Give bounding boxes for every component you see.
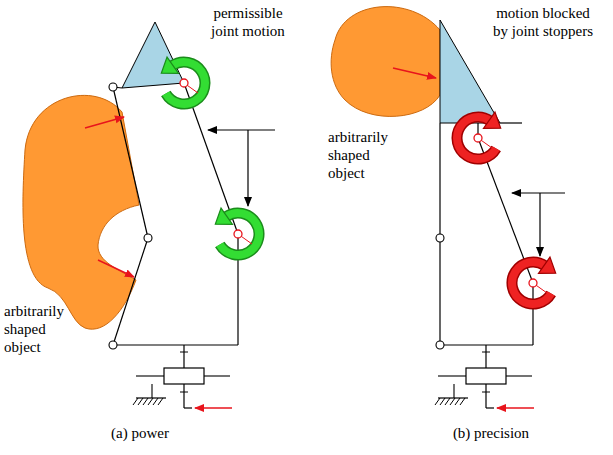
ground-line <box>136 397 166 398</box>
rod-tick <box>180 352 188 353</box>
ground-hatch <box>143 398 148 405</box>
ground-hatch <box>153 398 158 405</box>
link-line <box>113 87 148 238</box>
ground-hatch <box>158 398 163 405</box>
guide-line <box>438 375 466 376</box>
ground-hatch <box>445 398 450 405</box>
contact-force-arrow <box>98 260 134 277</box>
passive-joint <box>109 83 117 91</box>
actuator-rod <box>485 345 486 368</box>
rotation-arrow-head <box>215 208 232 224</box>
link-line <box>500 122 522 123</box>
panel-caption: (a) power <box>90 424 190 442</box>
rod-tick <box>482 392 490 393</box>
fingertip-link <box>440 20 500 123</box>
joint-symbol <box>234 230 242 238</box>
ground-hatch <box>133 398 138 405</box>
guide-line <box>506 375 532 376</box>
rotation-arrow-head <box>161 57 178 73</box>
object-shape <box>23 95 139 329</box>
rotation-arrow-head <box>538 257 555 273</box>
joint-symbol <box>529 279 537 287</box>
guide-line <box>136 375 164 376</box>
ground-post <box>453 384 454 398</box>
contact-force-arrow <box>393 68 436 78</box>
ground-line <box>438 397 468 398</box>
ground-hatch <box>440 398 445 405</box>
leader-arrow <box>208 129 275 130</box>
ground-hatch <box>435 398 440 405</box>
passive-joint <box>109 341 117 349</box>
annotation-label: motion blocked by joint stoppers <box>490 4 596 40</box>
input-force-arrow <box>497 407 534 409</box>
contact-force-arrow <box>85 117 124 128</box>
link-line <box>113 238 148 345</box>
leader-arrow <box>512 192 565 193</box>
linear-actuator <box>164 368 204 384</box>
input-force-arrow <box>195 407 232 409</box>
ground-hatch <box>455 398 460 405</box>
ground-hatch <box>138 398 143 405</box>
ground-hatch <box>460 398 465 405</box>
annotation-label: arbitrarily shaped object <box>4 302 80 356</box>
object-shape <box>331 7 440 117</box>
rod-tick <box>482 352 490 353</box>
fingertip-link <box>122 22 184 88</box>
rod-end <box>486 407 494 408</box>
link-line <box>532 283 533 345</box>
passive-joint <box>436 234 444 242</box>
joint-symbol <box>474 134 482 142</box>
rod-end <box>184 407 192 408</box>
leader-arrow <box>247 130 248 206</box>
actuator-rod <box>183 345 184 368</box>
symbols-group <box>109 57 556 408</box>
annotation-label: arbitrarily shaped object <box>328 128 404 182</box>
ground-hatch <box>450 398 455 405</box>
ground-post <box>151 384 152 398</box>
rotation-arrow-head <box>483 112 500 128</box>
actuator-rod <box>485 384 486 408</box>
passive-joint <box>436 341 444 349</box>
passive-joint <box>144 234 152 242</box>
ground-hatch <box>148 398 153 405</box>
rod-tick <box>180 392 188 393</box>
joint-symbol <box>180 79 188 87</box>
linear-actuator <box>466 368 506 384</box>
panel-caption: (b) precision <box>426 424 556 442</box>
link-line <box>113 344 238 345</box>
guide-line <box>204 375 230 376</box>
actuator-rod <box>183 384 184 408</box>
leader-arrow <box>539 193 540 256</box>
annotation-label: permissible joint motion <box>206 4 290 40</box>
